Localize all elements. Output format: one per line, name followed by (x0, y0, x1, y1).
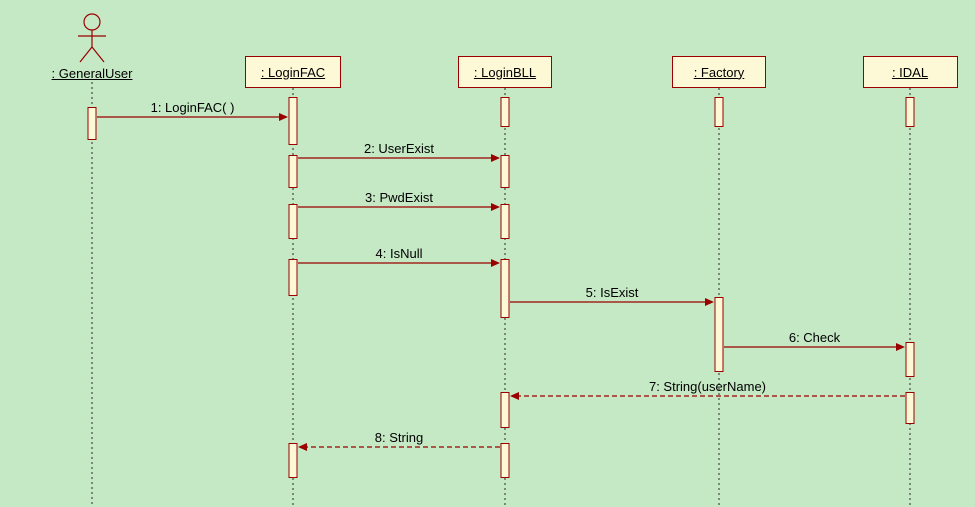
activation-bar-loginfac-3 (288, 204, 298, 239)
activation-bar-idal-15 (905, 342, 915, 377)
message-label-2: 2: UserExist (363, 141, 435, 156)
activation-bar-loginfac-5 (288, 443, 298, 478)
message-arrowhead-icon-5 (705, 298, 714, 306)
message-label-5: 5: IsExist (585, 285, 639, 300)
actor-head-icon (83, 13, 101, 31)
object-box-factory: : Factory (672, 56, 766, 88)
object-label-loginbll: : LoginBLL (473, 64, 537, 80)
object-box-loginbll: : LoginBLL (458, 56, 552, 88)
activation-bar-idal-14 (905, 97, 915, 127)
object-label-loginfac: : LoginFAC (260, 64, 326, 80)
message-label-6: 6: Check (788, 330, 841, 345)
activation-bar-loginfac-4 (288, 259, 298, 296)
activation-bar-factory-13 (714, 297, 724, 372)
activation-bar-loginbll-9 (500, 259, 510, 318)
activation-bar-generaluser-0 (87, 107, 97, 140)
message-arrowhead-icon-4 (491, 259, 500, 267)
message-label-7: 7: String(userName) (648, 379, 767, 394)
activation-bar-factory-12 (714, 97, 724, 127)
actor-label-generaluser: : GeneralUser (51, 66, 133, 81)
message-label-8: 8: String (374, 430, 424, 445)
activation-bar-idal-16 (905, 392, 915, 424)
activation-bar-loginbll-8 (500, 204, 510, 239)
message-arrowhead-icon-7 (510, 392, 519, 400)
actor-right-leg-line (91, 46, 105, 63)
message-label-1: 1: LoginFAC( ) (150, 100, 235, 115)
activation-bar-loginfac-2 (288, 155, 298, 188)
activation-bar-loginfac-1 (288, 97, 298, 145)
object-label-factory: : Factory (693, 64, 745, 80)
activation-bar-loginbll-6 (500, 97, 510, 127)
message-arrowhead-icon-2 (491, 154, 500, 162)
message-arrowhead-icon-3 (491, 203, 500, 211)
actor-left-leg-line (79, 46, 93, 63)
activation-bar-loginbll-7 (500, 155, 510, 188)
message-label-3: 3: PwdExist (365, 190, 433, 205)
activation-bar-loginbll-11 (500, 443, 510, 478)
message-arrowhead-icon-8 (298, 443, 307, 451)
object-box-idal: : IDAL (862, 56, 958, 88)
message-arrowhead-icon-1 (279, 113, 288, 121)
message-arrowhead-icon-6 (896, 343, 905, 351)
activation-bar-loginbll-10 (500, 392, 510, 428)
object-label-idal: : IDAL (891, 64, 929, 80)
object-box-loginfac: : LoginFAC (245, 56, 341, 88)
message-label-4: 4: IsNull (375, 246, 423, 261)
actor-figure (78, 13, 106, 63)
